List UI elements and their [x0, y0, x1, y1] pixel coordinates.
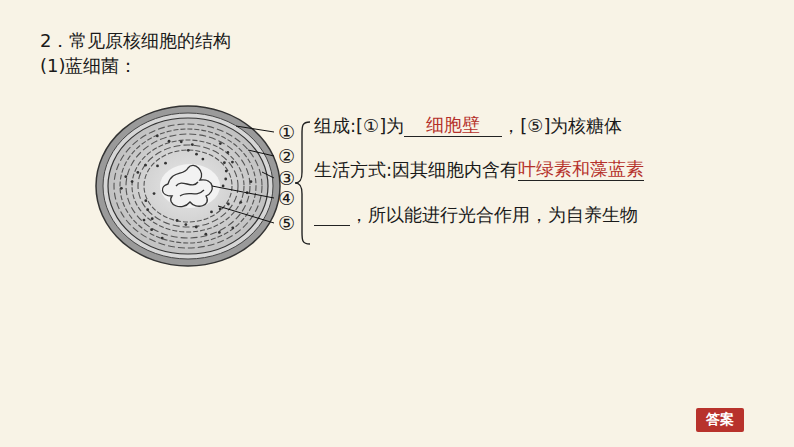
ribosome-dot [201, 158, 204, 161]
thylakoid-ring [138, 145, 238, 227]
answer-blank [314, 205, 350, 226]
text-line: 组成:[①]为 细胞壁 ，[⑤]为核糖体 [314, 114, 622, 137]
subheading: (1)蓝细菌： [40, 55, 138, 77]
answer-button: 答案 [696, 408, 744, 432]
ribosome-dot [168, 140, 171, 143]
thylakoid-ring [144, 150, 232, 222]
ribosome-dot [120, 187, 123, 190]
thylakoid-ring [126, 134, 250, 238]
answer-text: 细胞壁 [426, 114, 480, 135]
nucleoid-region [160, 164, 220, 208]
ribosome-dot [144, 199, 147, 202]
ribosome-dot [124, 175, 127, 178]
cell-wall [96, 106, 280, 266]
ribosome-dot [191, 143, 194, 146]
thylakoid-ring [132, 140, 244, 232]
ribosome-dot [150, 228, 153, 231]
ribosome-dot [176, 219, 179, 222]
ribosome-dot [225, 170, 228, 173]
ribosome-dot [223, 161, 226, 164]
ribosome-dot [184, 223, 187, 226]
ribosome-dot [226, 151, 229, 154]
ribosome-dot [210, 211, 213, 214]
callout-number: ② [278, 145, 295, 168]
cell-sheath [103, 113, 273, 259]
body-text: 生活方式:因其细胞内含有 [314, 159, 518, 181]
leader-line [212, 186, 274, 198]
text-line: ，所以能进行光合作用，为自养生物 [314, 204, 638, 226]
leader-lines [212, 126, 274, 223]
ribosome-dot [195, 153, 198, 156]
ribosome-dot [219, 208, 222, 211]
leader-line [248, 150, 274, 156]
nucleoid-dna [162, 165, 212, 206]
ribosome-dot [224, 178, 227, 181]
ribosome-dot [156, 135, 159, 138]
ribosome-dot [161, 237, 164, 240]
leader-line [262, 172, 274, 178]
ribosome-dot [180, 140, 183, 143]
callout-number: ③ [278, 167, 295, 190]
ribosome-dot [204, 233, 207, 236]
ribosome-dot [231, 226, 234, 229]
ribosome-dot [156, 165, 159, 168]
leader-line [236, 126, 274, 132]
ribosome-dot [187, 149, 190, 152]
ribosome-dot [146, 208, 149, 211]
ribosome-dot [218, 231, 221, 234]
answer-blank: 细胞壁 [404, 114, 502, 137]
body-text: 组成:[①]为 [314, 115, 404, 137]
callout-number: ④ [278, 187, 295, 210]
ribosome-dot [222, 185, 225, 188]
ribosome-dot [164, 162, 167, 165]
ribosome-dots [120, 135, 252, 240]
ribosome-dot [250, 180, 253, 183]
ribosome-dot [153, 192, 156, 195]
title: 2．常见原核细胞的结构 [40, 30, 231, 52]
thylakoid-rings [114, 124, 262, 248]
body-text: ，所以能进行光合作用，为自养生物 [350, 204, 638, 226]
callout-number: ① [278, 121, 295, 144]
ribosome-dot [143, 219, 146, 222]
ribosome-dot [136, 171, 139, 174]
leader-line [218, 206, 274, 223]
brace [295, 122, 310, 244]
ribosome-dot [151, 217, 154, 220]
ribosome-dot [239, 201, 242, 204]
thylakoid-ring [120, 129, 256, 243]
ribosome-dot [195, 226, 198, 229]
ribosome-dot [131, 180, 134, 183]
callout-number: ⑤ [278, 212, 295, 235]
answer-text: 叶绿素和藻蓝素 [518, 158, 644, 181]
body-text: ，[⑤]为核糖体 [502, 115, 622, 137]
ribosome-dot [144, 164, 147, 167]
button-label: 答案 [706, 411, 734, 429]
ribosome-dot [227, 203, 230, 206]
thylakoid-ring [114, 124, 262, 248]
ribosome-dot [219, 142, 222, 145]
text-line: 生活方式:因其细胞内含有叶绿素和藻蓝素 [314, 158, 644, 181]
cell-membrane [108, 118, 268, 254]
ribosome-dot [231, 161, 234, 164]
